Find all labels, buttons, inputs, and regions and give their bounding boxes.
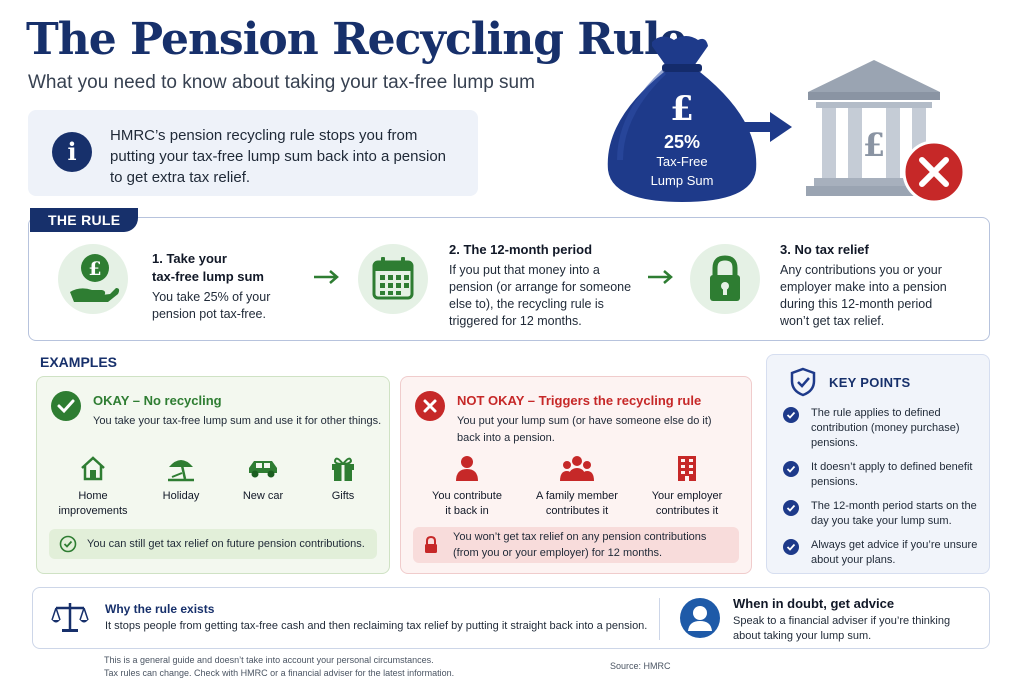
key-points-title: KEY POINTS — [829, 375, 911, 390]
money-bag-icon: £ 25% Tax-Free Lump Sum — [607, 36, 757, 202]
ok-item-car: New car — [213, 453, 313, 504]
source-note: Source: HMRC — [610, 661, 671, 671]
adviser-icon — [680, 598, 720, 638]
key-point-text: The 12-month period starts on the day yo… — [811, 500, 977, 527]
bottom-panel: Why the rule exists It stops people from… — [32, 587, 990, 649]
ok-item-home: Home improvements — [43, 453, 143, 519]
not-ok-item-label: Your employer contributes it — [651, 490, 723, 517]
key-points-panel: KEY POINTS The rule applies to defined c… — [766, 354, 990, 574]
step-1-text: You take 25% of your pension pot tax-fre… — [152, 290, 271, 321]
check-circle-icon — [59, 535, 77, 553]
page-title: The Pension Recycling Rule — [26, 14, 688, 65]
padlock-icon — [690, 244, 760, 314]
bank-building-icon: £ — [806, 60, 946, 196]
money-bag-to-pension-illustration: £ 25% Tax-Free Lump Sum £ — [607, 36, 966, 204]
x-icon — [415, 391, 445, 421]
ok-item-holiday: Holiday — [131, 453, 231, 504]
not-ok-item-label: You contribute it back in — [432, 490, 502, 517]
person-icon — [456, 456, 478, 481]
examples-label: EXAMPLES — [40, 354, 118, 370]
why-rule-text: It stops people from getting tax-free ca… — [105, 620, 648, 632]
svg-text:25%: 25% — [664, 132, 700, 152]
svg-text:£: £ — [88, 258, 101, 280]
house-icon — [81, 456, 105, 481]
info-icon: i — [52, 132, 92, 172]
ok-item-label: Gifts — [331, 490, 355, 502]
key-point-text: Always get advice if you’re unsure about… — [811, 539, 978, 566]
car-icon — [249, 461, 277, 478]
rule-panel — [28, 217, 990, 341]
arrow-right-icon — [314, 270, 339, 284]
ok-example-panel: OKAY – No recycling You take your tax-fr… — [36, 376, 390, 574]
ok-text: You take your tax-free lump sum and use … — [93, 415, 382, 427]
check-icon — [783, 539, 799, 555]
calendar-icon — [358, 244, 428, 314]
beach-umbrella-icon — [168, 460, 194, 482]
disclaimer-line-1: This is a general guide and doesn’t take… — [104, 655, 434, 665]
divider — [659, 598, 660, 640]
padlock-icon — [425, 536, 437, 553]
not-ok-item-label: A family member contributes it — [536, 490, 618, 517]
not-ok-item-employer: Your employer contributes it — [637, 453, 737, 519]
red-x-icon — [902, 140, 966, 204]
hand-pound-icon: £ — [58, 244, 128, 314]
scales-icon — [51, 603, 89, 632]
advice-text: Speak to a financial adviser if you’re t… — [733, 615, 951, 642]
check-icon — [51, 391, 81, 421]
ok-item-label: Holiday — [162, 490, 200, 502]
advice-title: When in doubt, get advice — [733, 596, 895, 611]
family-icon — [560, 456, 594, 481]
info-text: HMRC’s pension recycling rule stops you … — [110, 127, 447, 186]
ok-note-text: You can still get tax relief on future p… — [87, 538, 365, 550]
check-icon — [783, 500, 799, 516]
not-ok-item-family: A family member contributes it — [527, 453, 627, 519]
not-ok-title: NOT OKAY – Triggers the recycling rule — [457, 393, 702, 408]
ok-item-label: Home improvements — [58, 490, 128, 517]
ok-note: You can still get tax relief on future p… — [49, 529, 377, 559]
not-ok-note-text: You won’t get tax relief on any pension … — [453, 531, 707, 559]
info-callout: i HMRC’s pension recycling rule stops yo… — [28, 110, 478, 196]
office-building-icon — [678, 456, 696, 481]
gift-icon — [332, 457, 354, 481]
not-ok-text: You put your lump sum (or have someone e… — [457, 415, 712, 444]
step-2-title: 2. The 12-month period — [449, 242, 593, 257]
key-point-text: The rule applies to defined contribution… — [811, 407, 960, 449]
rule-label: THE RULE — [30, 208, 139, 232]
key-point-text: It doesn’t apply to defined benefit pens… — [811, 461, 973, 488]
shield-check-icon — [790, 367, 816, 397]
why-rule-title: Why the rule exists — [105, 602, 215, 616]
svg-text:Tax-Free: Tax-Free — [656, 154, 707, 169]
page-subtitle: What you need to know about taking your … — [28, 72, 535, 93]
step-3-text: Any contributions you or your employer m… — [780, 263, 947, 328]
not-ok-item-self: You contribute it back in — [417, 453, 517, 519]
step-3-title: 3. No tax relief — [780, 242, 869, 257]
svg-text:Lump Sum: Lump Sum — [651, 173, 714, 188]
arrow-right-icon — [648, 270, 673, 284]
step-2-text: If you put that money into a pension (or… — [449, 263, 632, 328]
not-ok-note: You won’t get tax relief on any pension … — [413, 527, 739, 563]
check-icon — [783, 461, 799, 477]
not-ok-example-panel: NOT OKAY – Triggers the recycling rule Y… — [400, 376, 752, 574]
disclaimer: This is a general guide and doesn’t take… — [104, 654, 454, 680]
disclaimer-line-2: Tax rules can change. Check with HMRC or… — [104, 668, 455, 678]
check-icon — [783, 407, 799, 423]
arrow-right-icon — [744, 112, 792, 142]
svg-text:£: £ — [670, 89, 694, 129]
ok-title: OKAY – No recycling — [93, 393, 222, 408]
ok-item-gifts: Gifts — [293, 453, 393, 504]
ok-item-label: New car — [242, 490, 284, 502]
svg-text:£: £ — [863, 126, 885, 164]
step-1-title: 1. Take your tax-free lump sum — [152, 251, 264, 284]
hero-illustration: £ 25% Tax-Free Lump Sum £ — [590, 30, 990, 210]
